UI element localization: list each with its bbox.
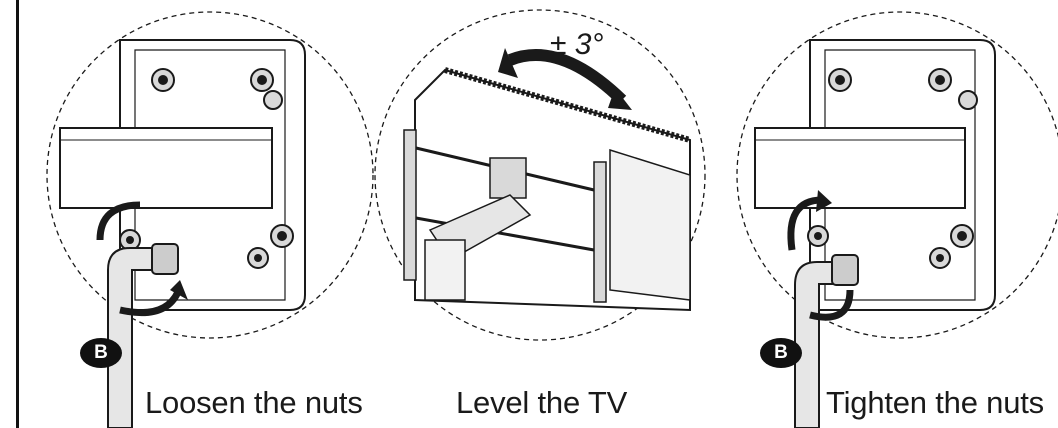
rotation-arrow-head [816, 190, 832, 212]
tv-side-housing [609, 148, 691, 301]
tool-label-badge: B [760, 338, 802, 368]
mount-arm-bar [59, 127, 273, 209]
nut-bottom-lower [929, 247, 951, 269]
nut-bottom-right [950, 224, 974, 248]
tilt-arrow-head-left [498, 48, 518, 78]
nut-bottom-right [270, 224, 294, 248]
rotation-arrow-icon [96, 201, 141, 241]
step-caption-tighten: Tighten the nuts [826, 385, 1044, 420]
step-level-panel: ± 3° Level the TV [360, 0, 706, 428]
bracket-inner-edge [134, 49, 286, 301]
loosen-illustration [46, 11, 374, 428]
left-border-rule [16, 0, 19, 428]
rotation-arrow-lower [809, 289, 854, 321]
rotation-arrow-head [170, 280, 188, 300]
mount-rail-left [403, 129, 417, 281]
tilt-arrow-head-right [608, 88, 632, 110]
wall-plate [424, 239, 466, 301]
nut-top-left [828, 68, 852, 92]
tilt-angle-label: ± 3° [550, 28, 604, 61]
tool-label-badge: B [80, 338, 122, 368]
tv-vent-strip [444, 67, 691, 143]
nut-right-upper [263, 90, 283, 110]
tighten-illustration [736, 11, 1058, 428]
step-loosen-panel: B Loosen the nuts [0, 0, 374, 428]
arm-bracket-head [489, 157, 527, 199]
detail-circle [374, 9, 706, 341]
mount-rail-right [593, 161, 607, 303]
nut-top-right [928, 68, 952, 92]
tilt-arrow-icon [507, 49, 627, 105]
nut-top-left [151, 68, 175, 92]
nut-top-right [250, 68, 274, 92]
step-caption-loosen: Loosen the nuts [145, 385, 363, 420]
hex-key-icon [107, 247, 161, 428]
bracket-inner-edge [824, 49, 976, 301]
hex-key-socket [151, 243, 179, 275]
nut-right-upper [958, 90, 978, 110]
step-caption-level: Level the TV [456, 385, 628, 420]
nut-bottom-left [119, 229, 141, 251]
mount-arm-bar [754, 127, 966, 209]
detail-circle [46, 11, 374, 339]
level-illustration [374, 9, 706, 341]
nut-bottom-left [807, 225, 829, 247]
step-tighten-panel: B Tighten the nuts [700, 0, 1058, 428]
rotation-arrow-icon [787, 196, 823, 251]
nut-bottom-lower [247, 247, 269, 269]
detail-circle [736, 11, 1058, 339]
hex-key-socket [831, 254, 859, 286]
rotation-arrow-lower [119, 290, 182, 317]
